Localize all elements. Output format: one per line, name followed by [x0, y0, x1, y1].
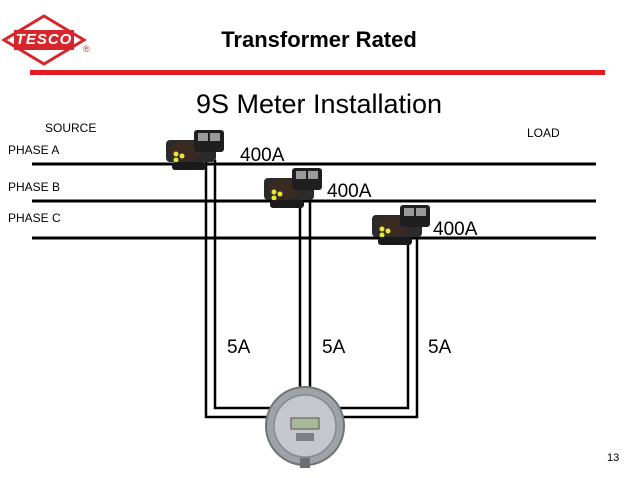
load-label: LOAD: [527, 126, 560, 140]
slide-subtitle: 9S Meter Installation: [195, 89, 443, 119]
ct-a-rating: 400A: [240, 145, 285, 166]
logo-registered-mark: ®: [83, 44, 90, 54]
page-number: 13: [607, 452, 620, 464]
ct-c-rating: 400A: [433, 219, 478, 240]
current-transformer-a: [166, 130, 224, 170]
secondary-a-rating: 5A: [227, 337, 251, 358]
meter: [265, 386, 345, 468]
secondary-leads-c: [335, 236, 419, 419]
page-title: Transformer Rated: [221, 27, 417, 52]
secondary-b-rating: 5A: [322, 337, 346, 358]
phase-c-label: PHASE C: [8, 211, 61, 225]
phase-b-label: PHASE B: [8, 180, 61, 194]
current-transformer-b: [264, 168, 322, 208]
title-divider: [30, 70, 605, 75]
tesco-logo: [1, 14, 87, 66]
logo-text: TESCO: [15, 31, 73, 48]
secondary-c-rating: 5A: [428, 337, 452, 358]
source-label: SOURCE: [45, 121, 97, 135]
secondary-leads-b: [298, 198, 312, 398]
current-transformer-c: [372, 205, 430, 245]
ct-b-rating: 400A: [327, 181, 372, 202]
secondary-leads-a: [204, 160, 275, 419]
phase-a-label: PHASE A: [8, 143, 60, 157]
